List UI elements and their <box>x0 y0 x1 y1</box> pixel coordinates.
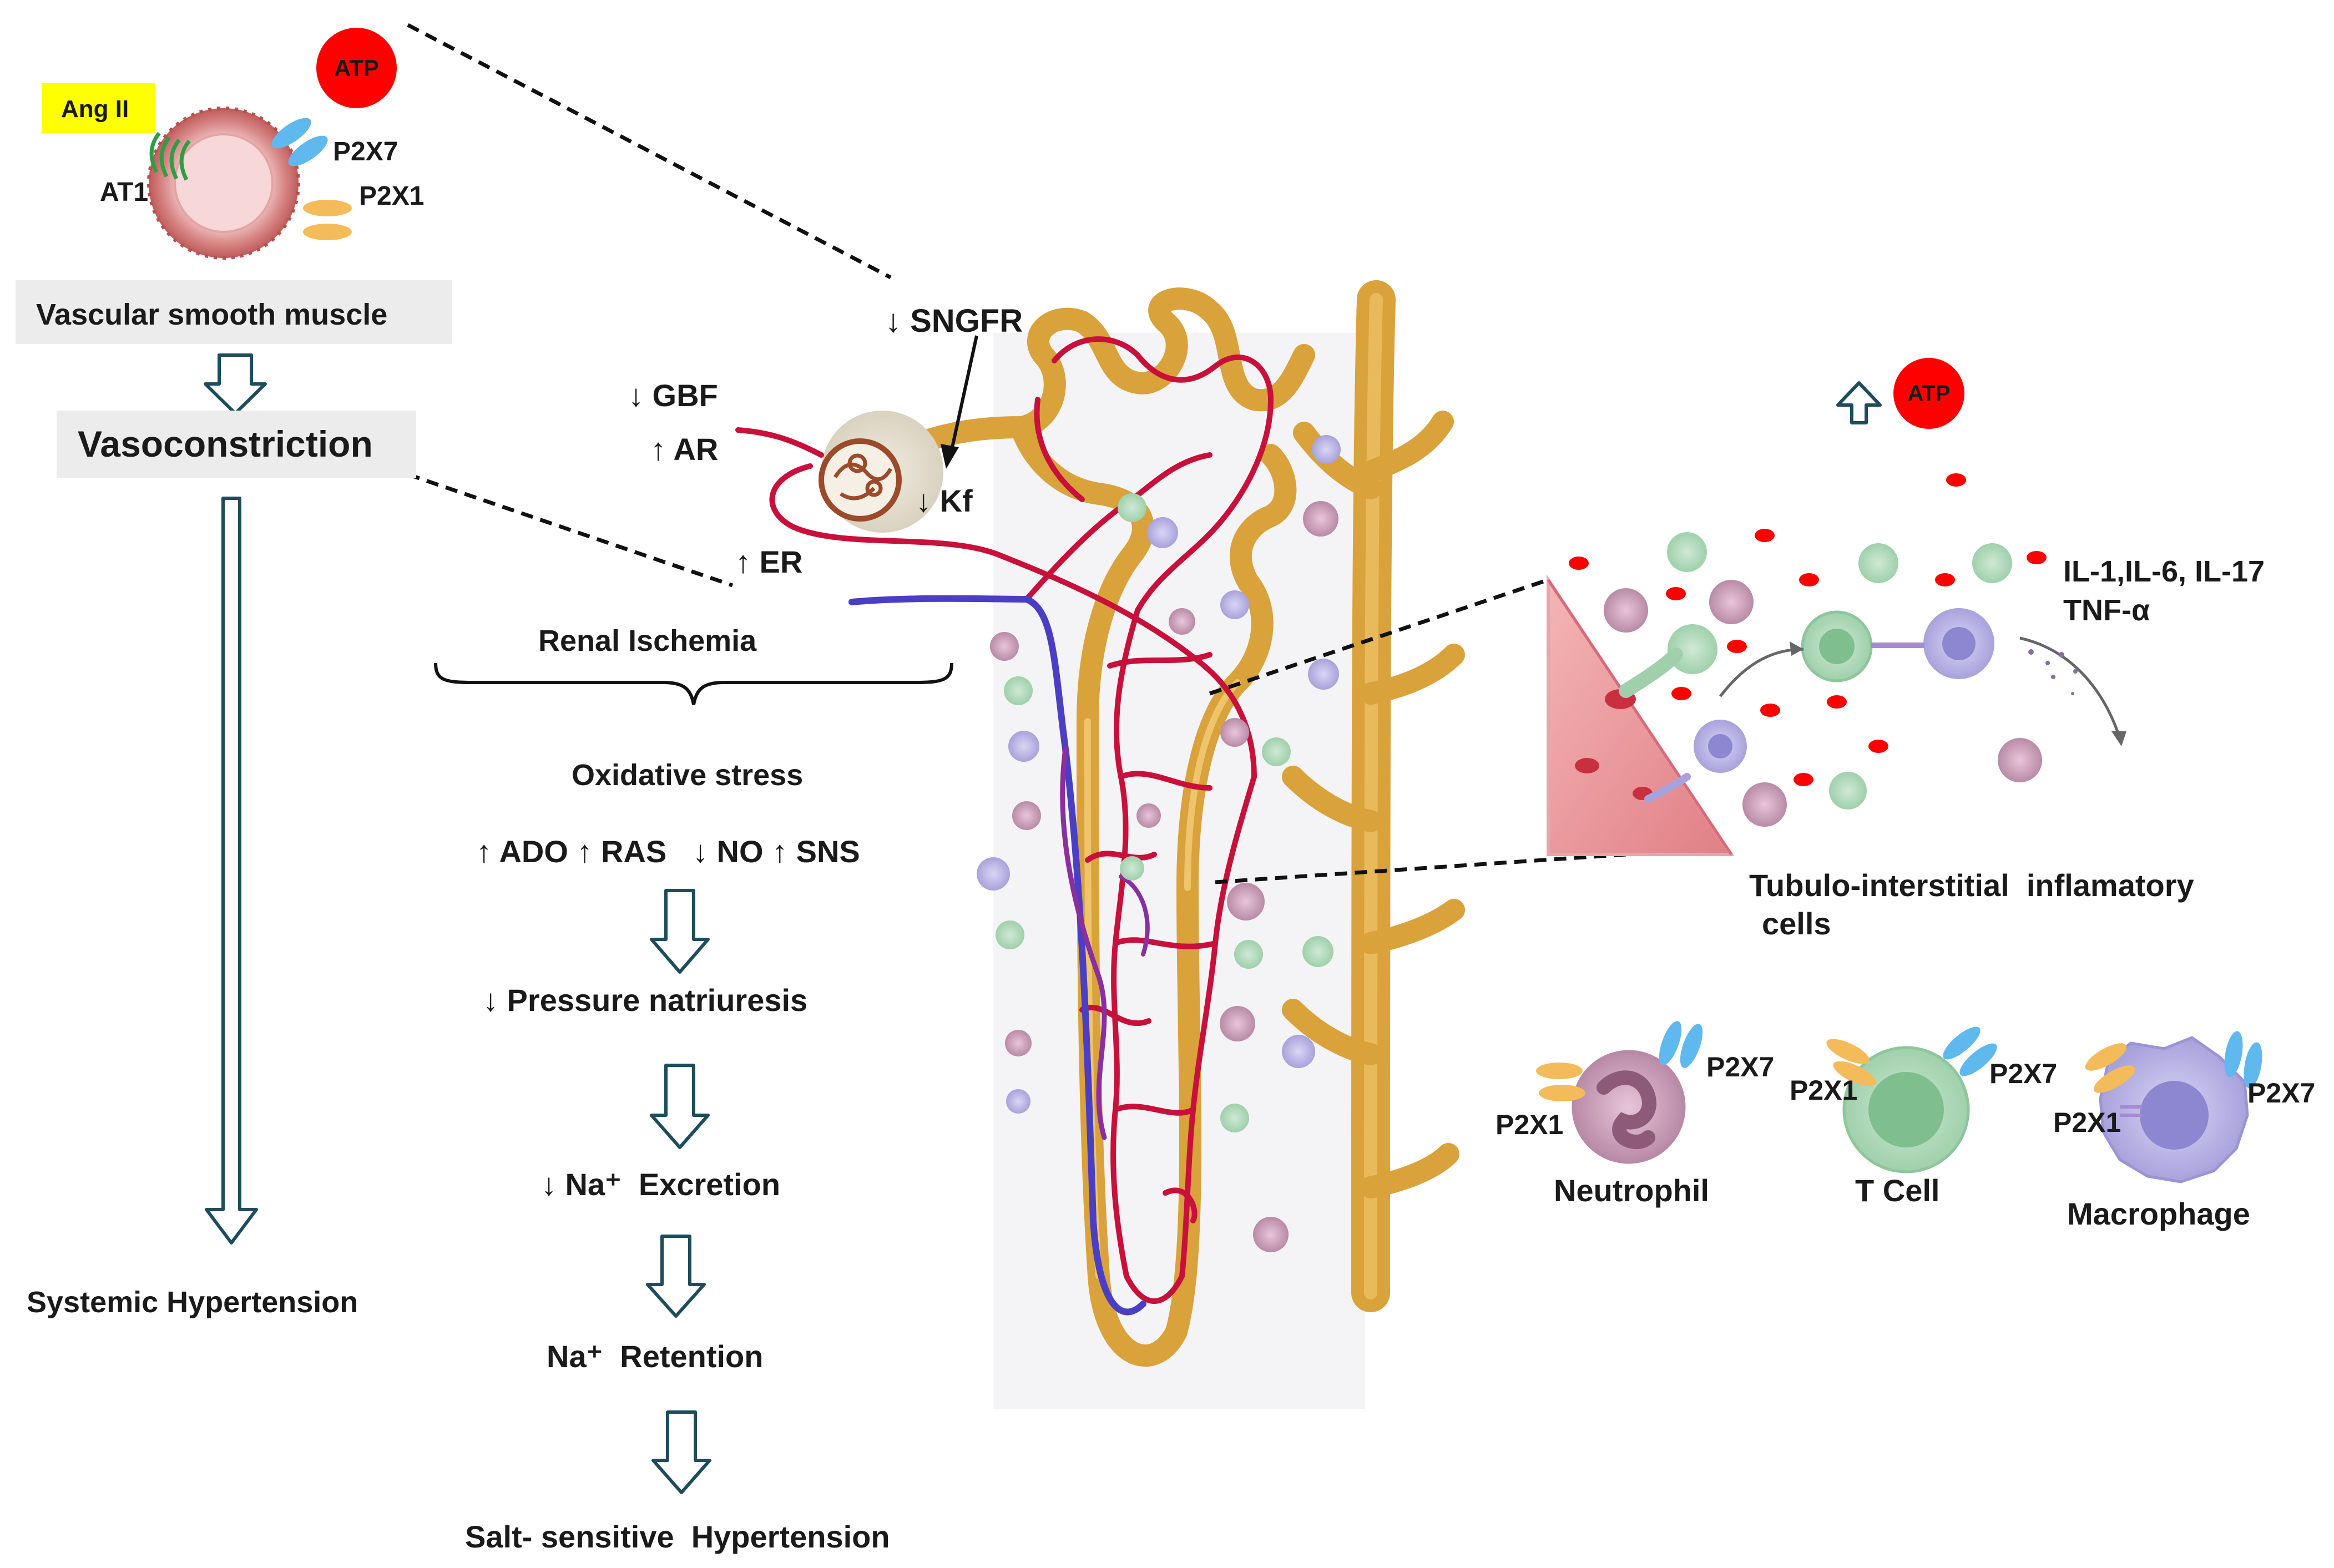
vasoconstriction-label: Vasoconstriction <box>78 423 373 464</box>
atp-badge-right: ATP <box>1893 358 1964 429</box>
inflammatory-cells-label-line1: Tubulo-interstitial inflamatory <box>1749 868 2194 903</box>
p2x1-label-left: P2X1 <box>359 181 425 211</box>
vascular-smooth-muscle-label: Vascular smooth muscle <box>36 298 388 331</box>
vsm-label-box <box>16 280 452 344</box>
macrophage-label: Macrophage <box>2067 1196 2250 1231</box>
na-retention-label: Na⁺ Retention <box>547 1339 764 1374</box>
mediators-label: ↑ ADO ↑ RAS ↓ NO ↑ SNS <box>476 834 860 869</box>
atp-badge-left: ATP <box>316 28 397 108</box>
er-label: ↑ ER <box>735 544 803 579</box>
center-flow-arrows <box>646 889 711 1494</box>
vsm-cell-illustration <box>147 107 300 260</box>
t-cell-diagram <box>1826 1026 1997 1174</box>
zoom-dashed-lines-left <box>407 23 892 588</box>
t-cell-p2x1-label: P2X1 <box>1790 1075 1858 1106</box>
p2x1-receptor-icon <box>303 200 352 240</box>
oxidative-stress-label: Oxidative stress <box>572 758 804 792</box>
cytokines-label-line1: IL-1,IL-6, IL-17 <box>2063 555 2265 588</box>
macrophage-p2x1-label: P2X1 <box>2053 1107 2121 1138</box>
t-cell-label: T Cell <box>1855 1173 1940 1208</box>
gbf-label: ↓ GBF <box>628 378 718 413</box>
neutrophil-label: Neutrophil <box>1554 1173 1709 1208</box>
kf-label: ↓ Kf <box>916 483 973 518</box>
t-cell-p2x7-label: P2X7 <box>1989 1058 2058 1089</box>
migrating-cells <box>1619 608 2126 803</box>
angii-label: Ang II <box>61 95 129 123</box>
cytokines-label-line2: TNF-α <box>2063 594 2150 627</box>
long-down-arrow <box>205 497 258 1245</box>
interstitial-cells <box>977 435 1341 1252</box>
na-excretion-label: ↓ Na⁺ Excretion <box>541 1167 781 1202</box>
atp-label-right: ATP <box>1907 381 1951 406</box>
salt-sensitive-hypertension-label: Salt- sensitive Hypertension <box>465 1519 890 1554</box>
systemic-hypertension-label: Systemic Hypertension <box>27 1286 358 1319</box>
angii-badge <box>42 83 155 133</box>
at1-label: AT1 <box>100 178 149 207</box>
inset-immune-cells <box>1604 532 2042 827</box>
pressure-natriuresis-label: ↓ Pressure natriuresis <box>483 983 808 1018</box>
renal-ischemia-brace <box>434 662 953 705</box>
p2x7-receptor-icon <box>271 118 328 166</box>
at1-receptor-icon <box>149 131 191 181</box>
zoom-dashed-lines-right <box>1209 578 1626 884</box>
ar-label: ↑ AR <box>650 432 719 467</box>
blood-vessel-inset <box>1547 574 1735 856</box>
renal-ischemia-label: Renal Ischemia <box>538 624 757 657</box>
neutrophil-diagram <box>1536 1021 1703 1164</box>
neutrophil-p2x7-label: P2X7 <box>1706 1051 1775 1083</box>
atp-label-left: ATP <box>334 54 379 81</box>
macrophage-diagram <box>2085 1031 2262 1183</box>
macrophage-p2x7-label: P2X7 <box>2247 1078 2316 1109</box>
inflammatory-cells-label-line2: cells <box>1762 906 1831 941</box>
vasoconstriction-box <box>57 411 416 478</box>
atp-particles <box>1569 473 2047 786</box>
p2x7-label-left: P2X7 <box>333 137 398 166</box>
sngfr-label: ↓ SNGFR <box>885 303 1023 339</box>
down-arrow-vasoconstriction <box>204 353 267 415</box>
sngfr-pointer-arrow <box>941 335 978 469</box>
neutrophil-p2x1-label: P2X1 <box>1496 1109 1564 1140</box>
atp-release-arrow <box>1836 381 1882 424</box>
nephron-illustration <box>735 280 1465 1409</box>
